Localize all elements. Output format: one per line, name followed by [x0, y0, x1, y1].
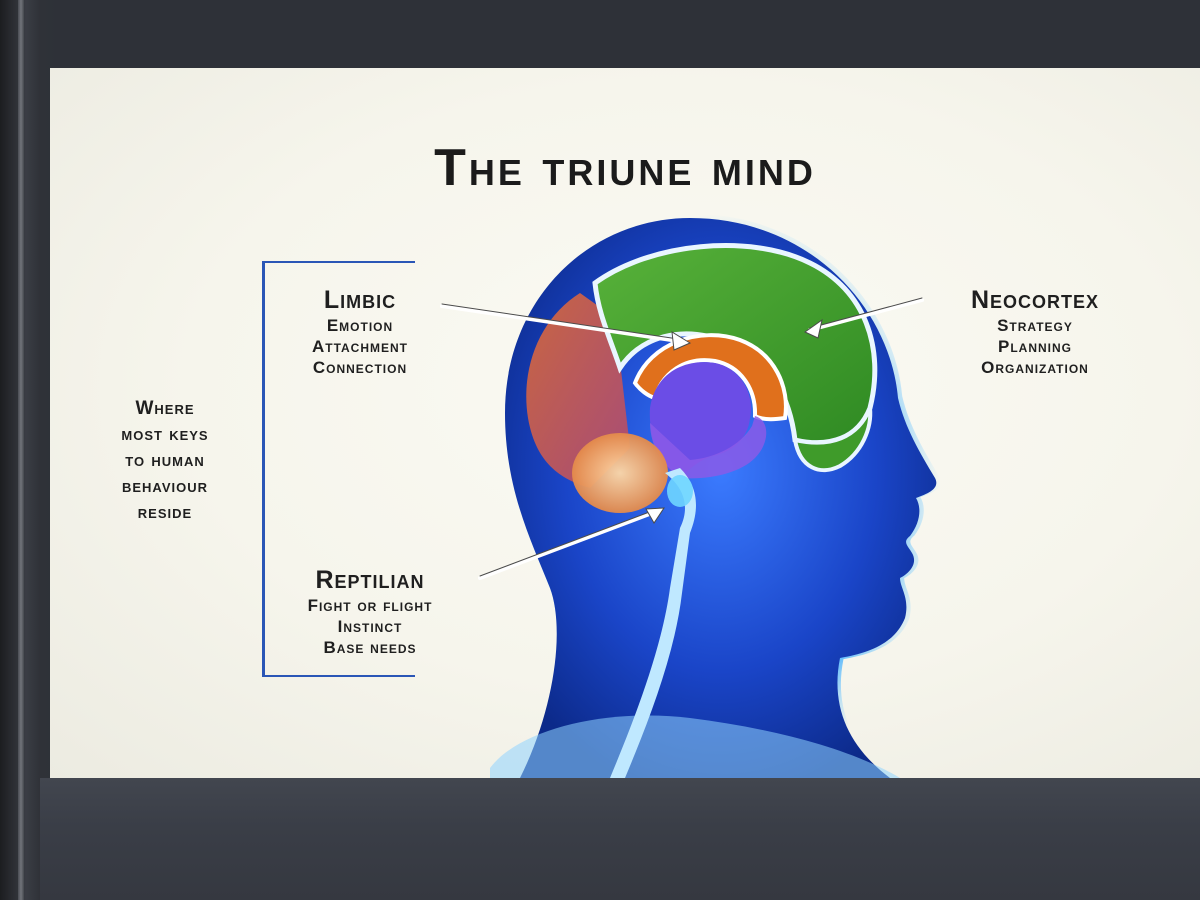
neocortex-detail: Organization [925, 357, 1145, 378]
neocortex-label: Neocortex Strategy Planning Organization [925, 286, 1145, 378]
reptilian-detail: Instinct [270, 616, 470, 637]
limbic-detail: Connection [275, 357, 445, 378]
bracket-note-line: behaviour [80, 474, 250, 500]
reptilian-label: Reptilian Fight or flight Instinct Base … [270, 566, 470, 658]
neocortex-detail: Planning [925, 336, 1145, 357]
limbic-label: Limbic Emotion Attachment Connection [275, 286, 445, 378]
bracket-note-line: reside [80, 500, 250, 526]
cerebellum [572, 433, 668, 513]
limbic-name: Limbic [275, 286, 445, 315]
bracket-note-line: most keys [80, 422, 250, 448]
reptilian-detail: Base needs [270, 637, 470, 658]
slide-title: The triune mind [50, 138, 1200, 198]
screen-bottom-area [40, 778, 1200, 900]
brainstem-node [667, 475, 693, 507]
limbic-detail: Attachment [275, 336, 445, 357]
bracket-note: Where most keys to human behaviour resid… [80, 396, 250, 526]
monitor-bezel-edge [18, 0, 24, 900]
neocortex-detail: Strategy [925, 315, 1145, 336]
limbic-detail: Emotion [275, 315, 445, 336]
neocortex-name: Neocortex [925, 286, 1145, 315]
presentation-slide: The triune mind Where most keys to human… [50, 68, 1200, 778]
bracket-note-line: to human [80, 448, 250, 474]
reptilian-detail: Fight or flight [270, 595, 470, 616]
reptilian-name: Reptilian [270, 566, 470, 595]
bracket-note-line: Where [80, 396, 250, 422]
